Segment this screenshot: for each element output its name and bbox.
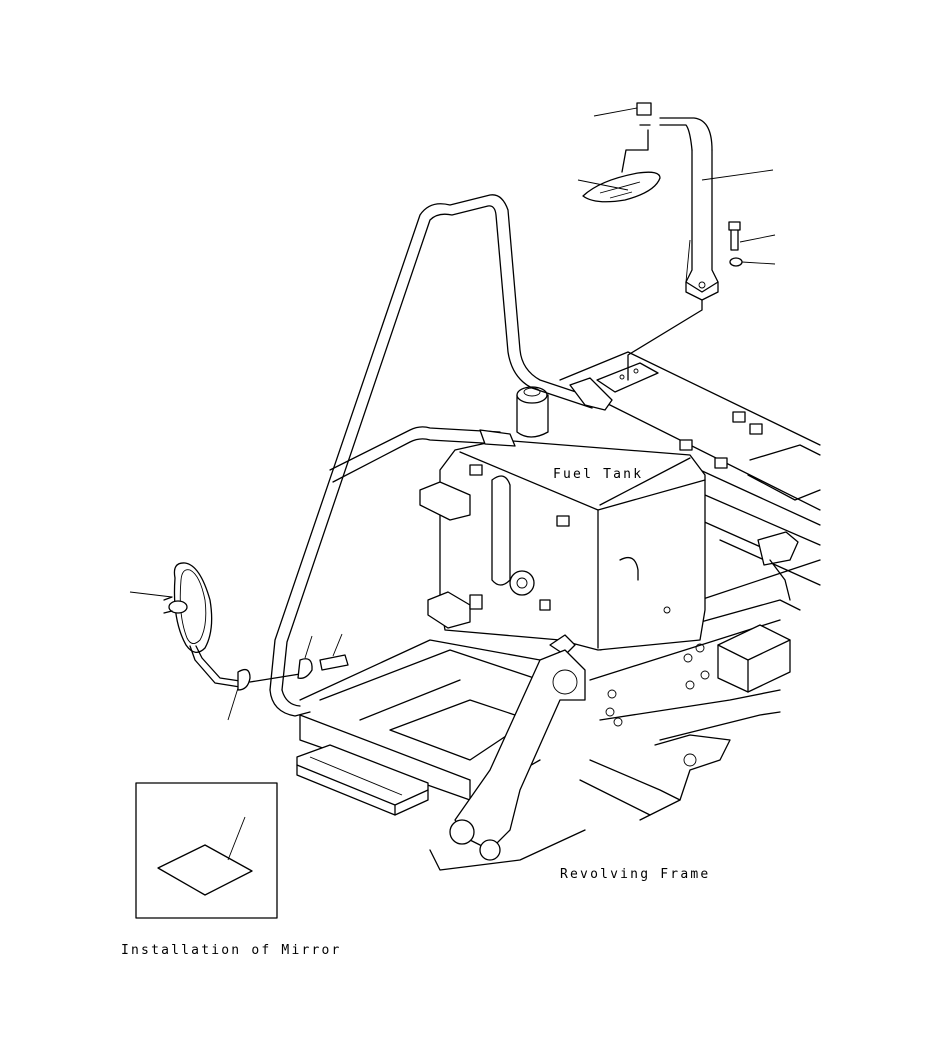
installation-inset: [135, 782, 278, 919]
mirror-stay: [627, 117, 719, 381]
fuel-tank: [419, 386, 706, 656]
bolt-washer: [728, 221, 743, 267]
installation-label: Installation of Mirror: [121, 943, 342, 958]
step-frame: [296, 639, 586, 871]
upper-mirror: [582, 102, 661, 203]
leader-lines: [129, 107, 776, 721]
handrail: [269, 194, 613, 717]
revolving-frame-label: Revolving Frame: [560, 867, 711, 882]
side-mirror: [163, 562, 349, 691]
revolving-frame: [559, 351, 821, 821]
fuel-tank-label: Fuel Tank: [553, 467, 644, 482]
